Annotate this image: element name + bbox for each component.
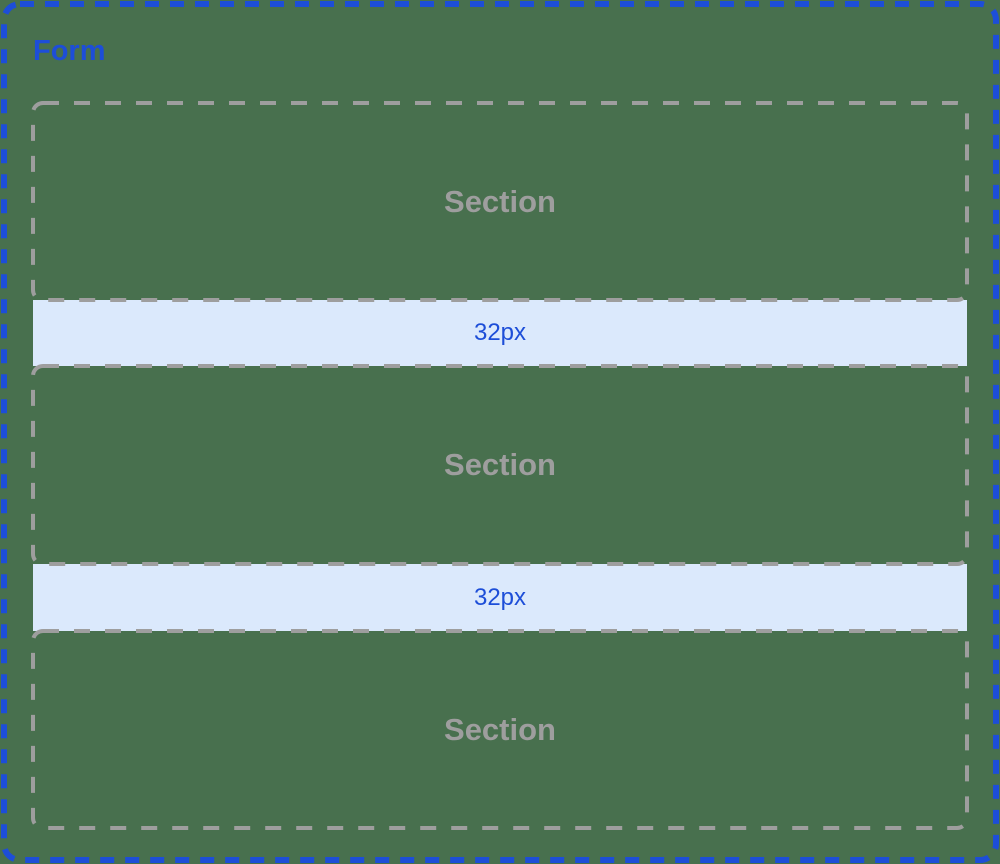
gap-band [33,300,967,366]
section-label: Section [444,712,556,747]
gap-size-label: 32px [473,319,527,346]
section-boundary [31,629,969,830]
section-label: Section [444,447,556,482]
form-title: Form [33,35,106,67]
gap-size-label: 32px [473,584,527,611]
section-boundary [31,364,969,566]
gap-band [33,564,967,631]
section-boundary [31,101,969,302]
section-label: Section [444,184,556,219]
